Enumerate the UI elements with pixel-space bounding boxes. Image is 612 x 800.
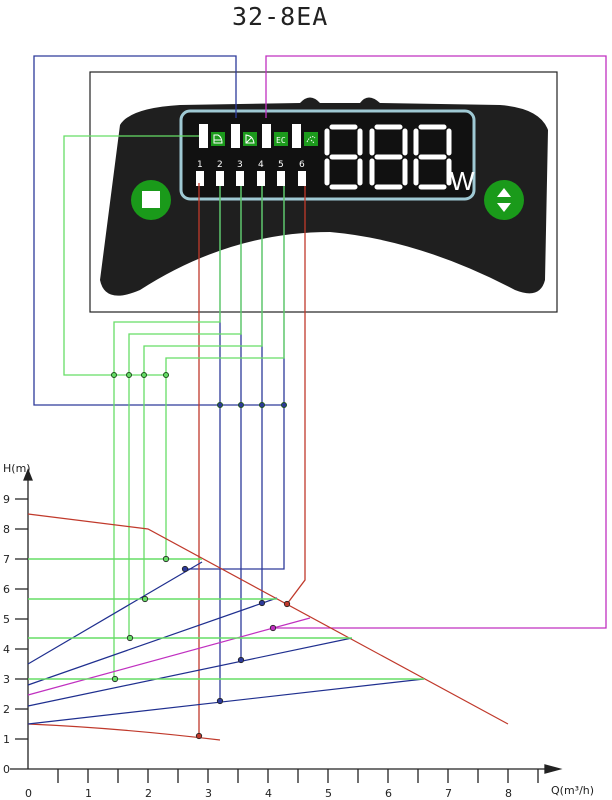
y-tick-labels: 9 8 7 6 5 4 3 2 1 0 <box>3 493 10 776</box>
seven-segment-digits <box>324 124 452 190</box>
svg-text:6: 6 <box>385 787 392 800</box>
y-axis-label: H(m) <box>3 462 31 475</box>
chart-markers <box>111 555 291 740</box>
stop-square-icon <box>142 191 160 208</box>
svg-text:3: 3 <box>205 787 212 800</box>
svg-text:4: 4 <box>258 160 264 170</box>
chart-series <box>27 513 509 741</box>
svg-text:1: 1 <box>85 787 92 800</box>
svg-text:4: 4 <box>265 787 272 800</box>
svg-text:5: 5 <box>278 160 284 170</box>
svg-text:0: 0 <box>25 787 32 800</box>
speed-bars <box>196 171 306 186</box>
svg-text:6: 6 <box>3 583 10 596</box>
mode-button[interactable] <box>484 180 524 220</box>
stop-button[interactable] <box>131 180 171 220</box>
svg-text:7: 7 <box>3 553 10 566</box>
svg-text:5: 5 <box>3 613 10 626</box>
up-down-arrows-icon <box>497 188 511 212</box>
ec-icon <box>274 132 288 146</box>
chart-axes <box>10 468 563 783</box>
svg-text:6: 6 <box>299 160 305 170</box>
svg-text:8: 8 <box>3 523 10 536</box>
radiator-icon <box>211 132 225 146</box>
svg-text:3: 3 <box>237 160 243 170</box>
x-axis-label: Q(m³/h) <box>551 784 594 797</box>
svg-text:2: 2 <box>145 787 152 800</box>
model-title: 32-8EA <box>232 2 329 31</box>
svg-text:0: 0 <box>3 763 10 776</box>
svg-text:8: 8 <box>505 787 512 800</box>
auto-icon <box>304 132 318 146</box>
svg-text:2: 2 <box>3 703 10 716</box>
svg-text:7: 7 <box>445 787 452 800</box>
svg-text:4: 4 <box>3 643 10 656</box>
mode-indicators: EC <box>199 124 318 148</box>
svg-text:1: 1 <box>3 733 10 746</box>
svg-text:3: 3 <box>3 673 10 686</box>
svg-text:1: 1 <box>197 160 203 170</box>
speed-labels: 1 2 3 4 5 6 <box>197 160 305 170</box>
svg-text:EC: EC <box>276 136 286 145</box>
svg-text:9: 9 <box>3 493 10 506</box>
x-tick-labels: 0 1 2 3 4 5 6 7 8 <box>25 787 512 800</box>
watt-unit: W <box>450 166 475 196</box>
svg-text:2: 2 <box>217 160 223 170</box>
junction-dots <box>111 372 287 408</box>
svg-text:5: 5 <box>325 787 332 800</box>
